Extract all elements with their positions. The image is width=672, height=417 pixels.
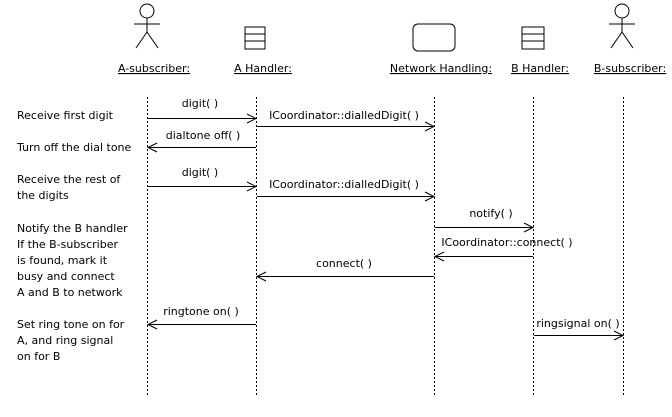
note-receive-first-digit: Receive first digit xyxy=(17,109,114,122)
message-label-digit-1: digit( ) xyxy=(182,97,218,110)
message-label-ringsignal-on: ringsignal on( ) xyxy=(536,317,619,330)
message-label-coordinator-connect: ICoordinator::connect( ) xyxy=(441,236,572,249)
network-handling-label: Network Handling: xyxy=(390,62,492,75)
arrowhead xyxy=(146,319,158,330)
note-receive-rest-of-digits: Receive the rest of the digits xyxy=(17,173,124,202)
arrowhead xyxy=(523,222,535,233)
message-label-ringtone-on: ringtone on( ) xyxy=(163,305,239,318)
a-subscriber-actor-icon xyxy=(134,3,160,49)
arrowhead xyxy=(146,142,158,153)
message-label-digit-2: digit( ) xyxy=(182,166,218,179)
b-handler-class-icon xyxy=(521,26,545,50)
note-set-ring-tone: Set ring tone on for A, and ring signal … xyxy=(17,318,128,363)
a-subscriber-label: A-subscriber: xyxy=(118,62,190,75)
b-handler-label: B Handler: xyxy=(511,62,569,75)
message-label-dialled-digit-2: ICoordinator::dialledDigit( ) xyxy=(269,178,419,191)
arrowhead xyxy=(246,113,258,124)
note-notify-b-handler: Notify the B handler If the B-subscriber… xyxy=(17,222,131,299)
note-turn-off-dial-tone: Turn off the dial tone xyxy=(16,141,132,154)
arrowhead xyxy=(424,121,436,132)
message-label-connect: connect( ) xyxy=(316,257,372,270)
network-handling-object-icon xyxy=(412,23,456,52)
arrowhead xyxy=(255,271,267,282)
a-handler-label: A Handler: xyxy=(234,62,292,75)
arrowhead xyxy=(246,181,258,192)
arrowhead xyxy=(613,330,625,341)
b-subscriber-label: B-subscriber: xyxy=(594,62,666,75)
arrowhead xyxy=(433,251,445,262)
message-label-notify: notify( ) xyxy=(469,207,512,220)
message-label-dialled-digit-1: ICoordinator::dialledDigit( ) xyxy=(269,109,419,122)
a-handler-class-icon xyxy=(244,26,266,50)
message-label-dialtone-off: dialtone off( ) xyxy=(166,129,241,142)
b-subscriber-actor-icon xyxy=(609,3,635,49)
arrowhead xyxy=(424,191,436,202)
